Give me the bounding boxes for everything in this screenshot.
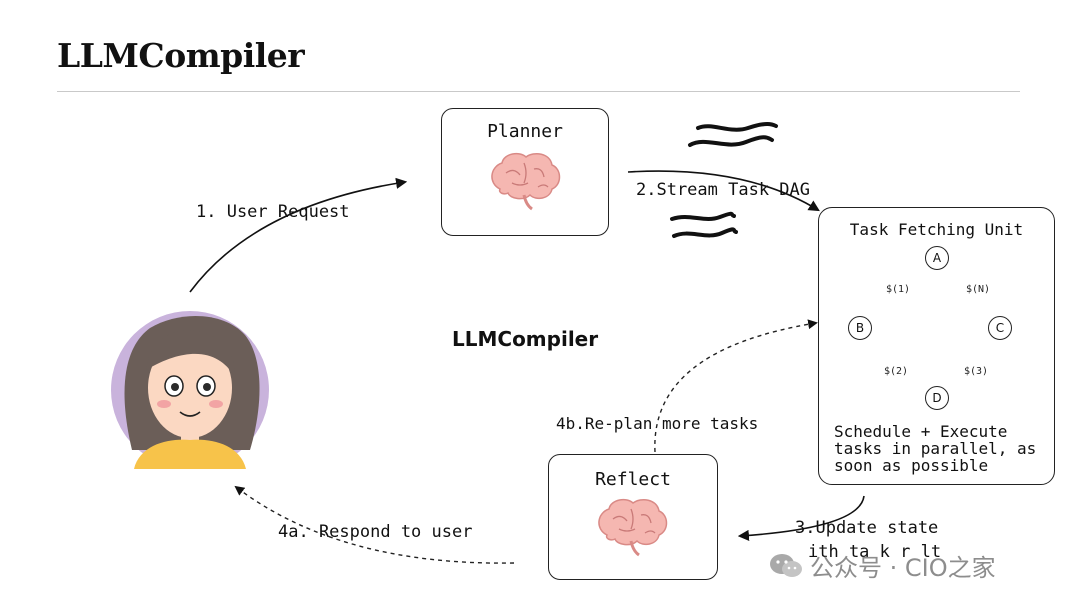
node-a: A [925,246,949,270]
title-divider [57,91,1020,92]
watermark-text: 公众号 · CIO之家 [810,554,996,582]
update-state-arrow [737,495,865,541]
watermark: 公众号 · CIO之家 [768,548,996,583]
diagram-center-title: LLMCompiler [452,327,599,351]
label-respond: 4a. Respond to user [278,522,473,542]
respond-arrow [234,485,515,564]
reflect-box: Reflect [548,454,718,580]
edge-label-n: $(N) [966,284,991,295]
user-request-arrow [189,177,408,293]
reflect-title: Reflect [595,469,671,490]
node-c: C [988,316,1012,340]
edge-label-2: $(2) [884,366,909,377]
replan-arrow [654,319,818,453]
brain-icon [491,152,561,211]
label-replan: 4b.Re-plan more tasks [556,414,759,433]
label-update-state: 3.Update state [795,518,939,538]
page-title: LLMCompiler [57,36,305,75]
tfu-description-line-1: Schedule + Execute [834,422,1008,441]
tfu-description-line-3: soon as possible [834,456,989,475]
task-fetching-unit-title: Task Fetching Unit [849,220,1024,239]
brain-icon [598,498,668,557]
tfu-description-line-2: tasks in parallel, as [834,439,1037,458]
label-stream-task-dag: 2.Stream Task DAG [636,180,810,200]
planner-box: Planner [441,108,609,236]
node-d: D [925,386,949,410]
edge-label-3: $(3) [964,366,989,377]
node-b: B [848,316,872,340]
avatar [111,311,269,469]
stream-squiggle-icon [670,122,778,238]
label-user-request: 1. User Request [196,202,350,222]
wechat-icon [770,553,802,577]
edge-label-1: $(1) [886,284,911,295]
stream-dag-arrow [627,170,820,212]
label-update-state-line-2: ith ta k r lt [808,542,942,562]
planner-title: Planner [487,121,563,142]
